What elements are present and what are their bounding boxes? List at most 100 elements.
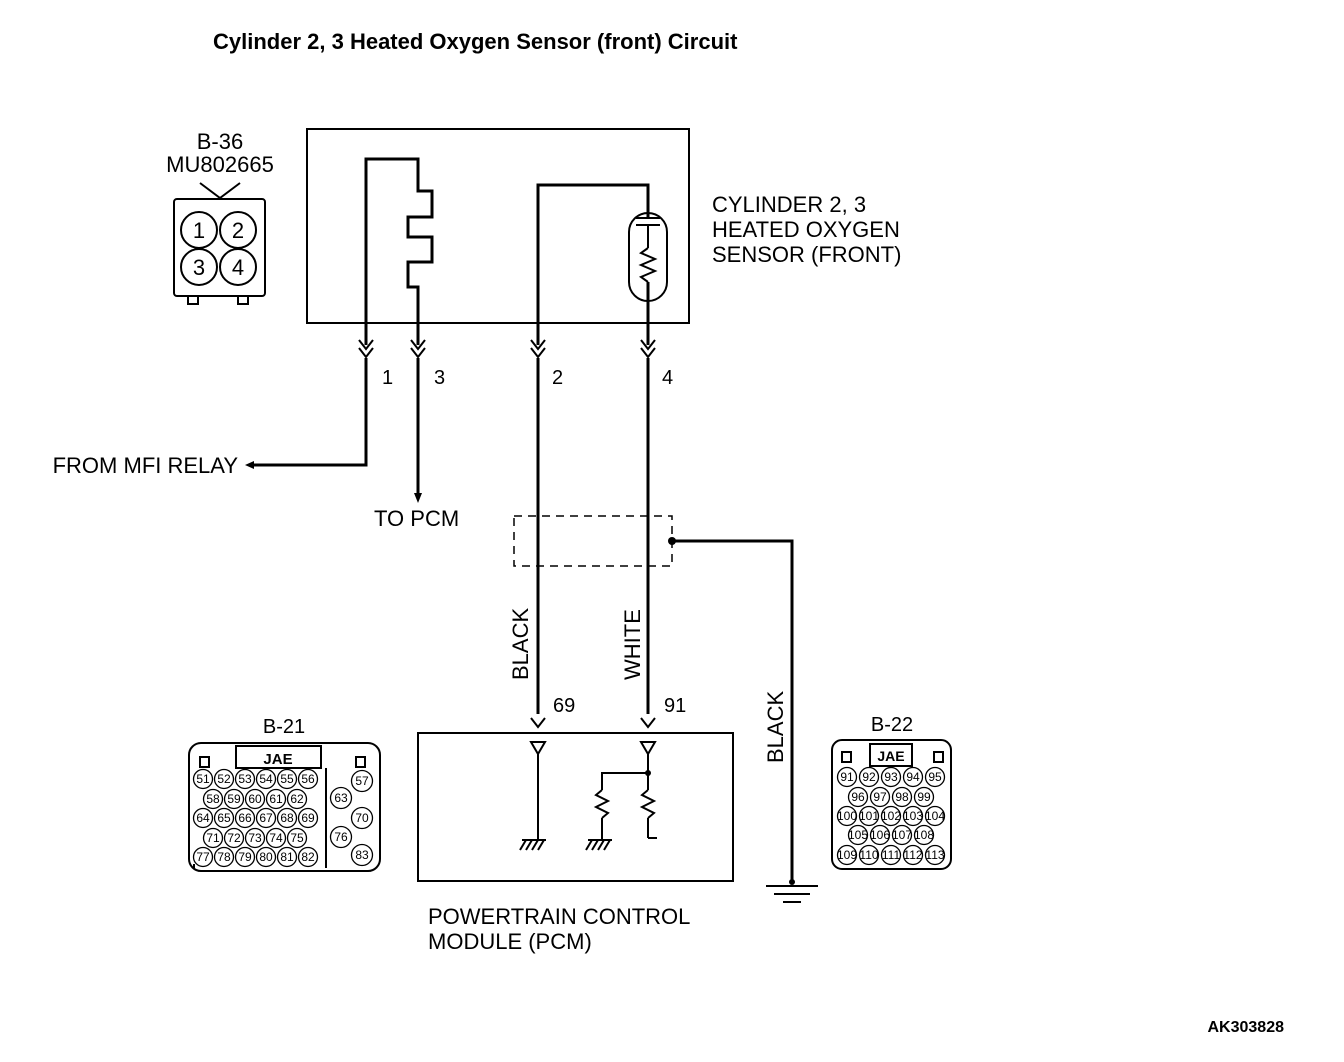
pcm-pin-number: 69 [553, 695, 575, 717]
wire-pin-number: 2 [552, 367, 563, 389]
connector-pin-number: 103 [903, 809, 923, 823]
connector-pin-cavity [847, 786, 869, 808]
sensor-label-line: SENSOR (FRONT) [712, 242, 901, 267]
oxygen-sensor-element [628, 212, 668, 345]
connector-pin-number: 65 [217, 811, 231, 825]
connector-pin-cavity [213, 846, 235, 868]
connector-pin-number: 69 [301, 811, 315, 825]
connector-pin-number: 112 [903, 848, 922, 862]
wire-color-label: BLACK [763, 691, 788, 763]
connector-pin-number: 110 [859, 848, 878, 862]
connector-pin-number: 58 [206, 792, 220, 806]
sensor-pin-label: 1 [193, 218, 205, 243]
wire-color-label: WHITE [620, 609, 645, 680]
connector-pin-cavity [234, 768, 256, 790]
connector-pin-cavity [913, 786, 935, 808]
connector-pin-number: 95 [928, 770, 942, 784]
sensor-box [306, 128, 690, 324]
wire-pin-number: 1 [382, 367, 393, 389]
connector-pin-cavity [276, 768, 298, 790]
connector-b22-brand: JAE [877, 748, 904, 764]
connector-pin-cavity [913, 824, 935, 846]
connector-pin-cavity [836, 766, 858, 788]
connector-pin-cavity [265, 788, 287, 810]
connector-pin-cavity [192, 846, 214, 868]
sensor-pin-label: 2 [232, 218, 244, 243]
connector-pin-number: 72 [227, 831, 241, 845]
connector-pin-cavity [350, 843, 374, 867]
connector-pin-cavity [329, 786, 353, 810]
connector-b21-id: B-21 [263, 716, 305, 738]
connector-pin-cavity [869, 824, 891, 846]
heater-element [364, 157, 434, 345]
connector-pin-number: 66 [238, 811, 252, 825]
connector-pin-cavity [276, 807, 298, 829]
connector-pin-number: 99 [917, 790, 931, 804]
connector-pin-number: 105 [848, 828, 868, 842]
connector-pin-number: 97 [873, 790, 887, 804]
sensor-pin-label: 4 [232, 255, 244, 280]
connector-pin-number: 96 [851, 790, 865, 804]
connector-pin-number: 61 [269, 792, 283, 806]
connector-pin-cavity [255, 846, 277, 868]
connector-pin-number: 59 [227, 792, 241, 806]
connector-pin-cavity [223, 788, 245, 810]
connector-pin-cavity [202, 788, 224, 810]
connector-pin-cavity [902, 805, 924, 827]
connector-pin-cavity [858, 766, 880, 788]
pcm-pin-number: 91 [664, 695, 686, 717]
sensor-part-number: MU802665 [166, 152, 274, 177]
connector-pin-cavity [350, 806, 374, 830]
connector-pin-cavity [902, 844, 924, 866]
connector-pin-cavity [836, 805, 858, 827]
connector-pin-number: 78 [217, 850, 231, 864]
pcm-label-line: MODULE (PCM) [428, 929, 592, 954]
diagram-title: Cylinder 2, 3 Heated Oxygen Sensor (fron… [213, 29, 738, 54]
sensor-connector-id: B-36 [197, 129, 243, 154]
connector-pin-number: 74 [269, 831, 283, 845]
connector-pin-number: 67 [259, 811, 273, 825]
pcm-internal-circuit [519, 741, 657, 851]
connector-pin-cavity [297, 768, 319, 790]
connector-pin-number: 94 [906, 770, 920, 784]
connector-pin-cavity [924, 844, 946, 866]
connector-pin-number: 57 [355, 774, 369, 788]
connector-pin-number: 75 [290, 831, 304, 845]
connector-pin-cavity [234, 846, 256, 868]
connector-pin-number: 82 [301, 850, 315, 864]
connector-pin-number: 106 [870, 828, 890, 842]
connector-pin-number: 68 [280, 811, 294, 825]
sensor-label-line: CYLINDER 2, 3 [712, 192, 866, 217]
connector-pin-number: 55 [280, 772, 294, 786]
connector-pin-cavity [858, 844, 880, 866]
connector-pin-cavity [297, 807, 319, 829]
connector-pin-cavity [297, 846, 319, 868]
connector-pin-number: 53 [238, 772, 252, 786]
connector-pin-number: 54 [259, 772, 273, 786]
ground-icon [766, 879, 818, 903]
sensor-signal-wire [536, 183, 650, 345]
connector-pin-number: 98 [895, 790, 909, 804]
connector-pin-cavity [902, 766, 924, 788]
sensor-label-line: HEATED OXYGEN [712, 217, 900, 242]
connector-pin-cavity [192, 807, 214, 829]
connector-pin-number: 104 [925, 809, 945, 823]
connector-pin-number: 111 [882, 848, 901, 862]
connector-pin-number: 60 [248, 792, 262, 806]
pcm-label-line: POWERTRAIN CONTROL [428, 904, 690, 929]
wire-color-label: BLACK [508, 608, 533, 680]
connector-pin-cavity [192, 768, 214, 790]
connector-pin-cavity [924, 766, 946, 788]
arrow-icon [245, 461, 254, 469]
sensor-connector-face: 1 2 3 4 [173, 182, 266, 305]
connector-pin-cavity [244, 827, 266, 849]
connector-pin-cavity [265, 827, 287, 849]
connector-pin-number: 92 [862, 770, 876, 784]
connector-pin-cavity [202, 827, 224, 849]
connector-pin-cavity [858, 805, 880, 827]
to-pcm-label: TO PCM [374, 506, 459, 531]
connector-pin-cavity [880, 805, 902, 827]
connector-pin-cavity [869, 786, 891, 808]
